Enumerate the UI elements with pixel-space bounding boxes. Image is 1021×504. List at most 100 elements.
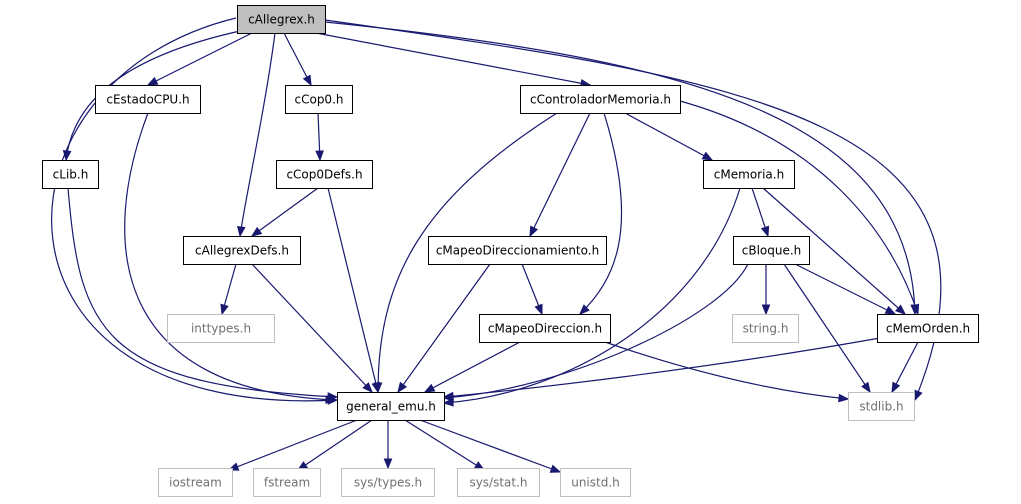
edge-ccontroladormemoria-to-general_emu [373, 112, 558, 394]
node-callegrex[interactable]: cAllegrex.h [237, 5, 326, 34]
node-systypes: sys/types.h [341, 468, 435, 497]
arrowhead-icon [549, 464, 562, 473]
arrowhead-icon [891, 381, 901, 394]
arrowhead-icon [534, 303, 543, 316]
edge-ccontroladormemoria-to-cmapeodireccion [579, 112, 623, 315]
edge-line [297, 419, 373, 471]
arrowhead-icon [250, 226, 263, 237]
arrowhead-icon [884, 305, 897, 315]
node-box [237, 5, 326, 34]
edge-line [424, 341, 521, 393]
node-box [337, 392, 445, 421]
node-general_emu[interactable]: general_emu.h [337, 392, 445, 421]
node-box [479, 314, 611, 343]
edge-line [762, 187, 906, 315]
edge-general_emu-to-systypes [383, 420, 393, 470]
edge-line [315, 32, 591, 86]
edge-line [251, 187, 319, 237]
node-label: cAllegrexDefs.h [195, 244, 289, 258]
edge-line [443, 187, 741, 404]
node-cmapeodireccionamiento[interactable]: cMapeoDireccionamiento.h [428, 236, 607, 265]
arrowhead-icon [315, 150, 324, 162]
node-label: cBloque.h [742, 244, 802, 258]
node-label: cEstadoCPU.h [106, 93, 189, 107]
arrowhead-icon [146, 76, 159, 86]
edge-ccop0-to-ccop0defs [315, 112, 324, 162]
edge-line [579, 112, 623, 315]
arrowhead-icon [895, 304, 907, 315]
node-box [428, 236, 607, 265]
node-label: cMapeoDireccion.h [488, 322, 602, 336]
node-label: stdlib.h [859, 400, 903, 414]
edge-line [228, 419, 358, 471]
arrowhead-icon [373, 382, 383, 394]
node-cmemorden[interactable]: cMemOrden.h [877, 314, 979, 343]
node-label: inttypes.h [191, 322, 251, 336]
node-clib[interactable]: cLib.h [42, 160, 99, 189]
edge-general_emu-to-sysstat [404, 419, 486, 471]
edge-ccontroladormemoria-to-cmapeodireccionamiento [529, 112, 591, 238]
node-label: iostream [169, 476, 222, 490]
edge-callegrex-to-stdlib [324, 19, 942, 402]
node-ccop0[interactable]: cCop0.h [285, 85, 353, 114]
node-label: cControladorMemoria.h [530, 93, 671, 107]
arrowhead-icon [701, 151, 714, 161]
node-cestadocpu[interactable]: cEstadoCPU.h [95, 85, 201, 114]
node-box [95, 85, 201, 114]
edge-ccontroladormemoria-to-cmemoria [624, 112, 714, 161]
node-box [703, 160, 795, 189]
edge-cmapeodireccion-to-stdlib [604, 341, 850, 403]
node-box [276, 160, 373, 189]
arrowhead-icon [914, 389, 923, 402]
node-callegrexdefs[interactable]: cAllegrexDefs.h [183, 236, 301, 265]
edge-line [283, 32, 312, 86]
edge-cbloque-to-string [761, 264, 771, 316]
node-box [42, 160, 99, 189]
edge-general_emu-to-unistd [419, 419, 562, 473]
node-label: cCop0.h [295, 93, 344, 107]
edge-line [239, 32, 276, 237]
node-box [167, 314, 275, 343]
edge-line [419, 419, 561, 473]
node-label: cMemOrden.h [886, 322, 970, 336]
edge-ccop0defs-to-callegrexdefs [250, 187, 319, 237]
edge-cmemoria-to-general_emu [442, 187, 741, 407]
node-label: cMapeoDireccionamiento.h [436, 244, 599, 258]
edge-cmemorden-to-stdlib [891, 341, 919, 394]
edge-callegrex-to-ccop0 [283, 32, 312, 87]
edge-line [794, 263, 896, 315]
node-inttypes: inttypes.h [167, 314, 275, 343]
node-label: unistd.h [571, 476, 620, 490]
edge-line [443, 337, 881, 398]
node-label: cAllegrex.h [248, 13, 315, 27]
node-cmemoria[interactable]: cMemoria.h [703, 160, 795, 189]
edge-line [324, 21, 916, 315]
arrowhead-icon [220, 303, 229, 316]
node-box [457, 468, 540, 497]
node-label: sys/stat.h [469, 476, 527, 490]
edge-cbloque-to-cmemorden [794, 263, 897, 315]
edge-callegrexdefs-to-inttypes [220, 263, 237, 316]
arrowhead-icon [362, 382, 373, 393]
arrowhead-icon [910, 303, 920, 316]
edge-line [679, 100, 919, 315]
node-box [285, 85, 353, 114]
arrowhead-icon [529, 225, 539, 238]
node-ccop0defs[interactable]: cCop0Defs.h [276, 160, 373, 189]
node-sysstat: sys/stat.h [457, 468, 540, 497]
node-ccontroladormemoria[interactable]: cControladorMemoria.h [520, 85, 681, 114]
node-cbloque[interactable]: cBloque.h [733, 236, 810, 265]
edge-line [624, 112, 713, 161]
node-box [560, 468, 631, 497]
node-box [732, 314, 799, 343]
node-label: fstream [264, 476, 310, 490]
node-label: cMemoria.h [714, 168, 784, 182]
edge-general_emu-to-iostream [227, 419, 358, 471]
edge-line [251, 263, 373, 393]
edge-cmemoria-to-cmemorden [762, 187, 907, 315]
node-cmapeodireccion[interactable]: cMapeoDireccion.h [479, 314, 611, 343]
node-box [253, 468, 321, 497]
arrowhead-icon [397, 381, 408, 394]
edge-callegrex-to-general_emu [51, 17, 339, 405]
node-layer: cAllegrex.h cEstadoCPU.h cCop0.h cControlad… [42, 5, 979, 497]
